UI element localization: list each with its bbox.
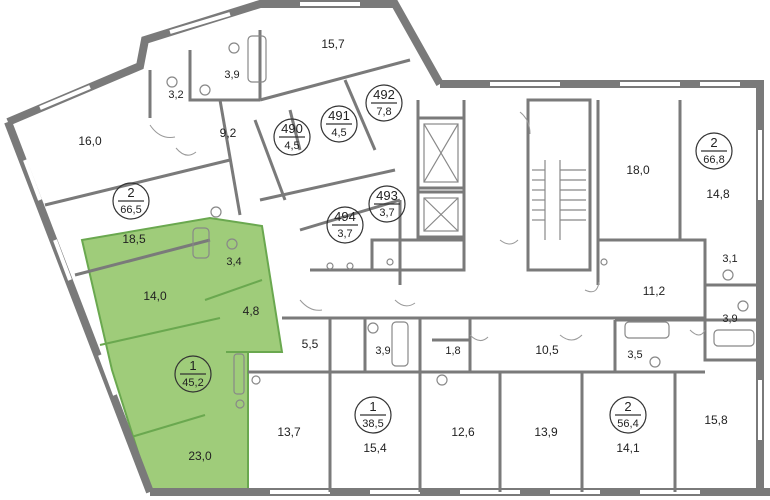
badge-number: 491: [328, 108, 350, 123]
room-area: 3,9: [224, 69, 239, 81]
room-area: 14,8: [706, 187, 730, 201]
apartment-badge: 2 66,8: [695, 132, 733, 170]
badge-area: 7,8: [376, 106, 391, 118]
room-area: 9,2: [220, 126, 237, 140]
badge-number: 490: [281, 121, 303, 136]
badge-number: 2: [710, 135, 717, 150]
badge-area: 3,7: [379, 207, 394, 219]
room-area: 18,5: [122, 232, 146, 246]
room-area: 13,9: [534, 425, 558, 439]
room-area: 14,1: [616, 441, 640, 455]
room-area: 3,1: [722, 253, 737, 265]
apartment-badge: 2 56,4: [609, 396, 647, 434]
room-area: 3,9: [375, 345, 390, 357]
room-area: 13,7: [277, 425, 301, 439]
fixtures: [166, 35, 755, 409]
apartment-badge: 2 66,5: [112, 182, 150, 220]
badge-area: 66,8: [703, 154, 724, 166]
room-labels: 15,7 3,2 3,9 16,0 9,2 18,5 3,4 14,0 4,8 …: [78, 37, 737, 463]
room-area: 3,4: [226, 256, 241, 268]
badge-area: 3,7: [337, 228, 352, 240]
badge-number: 2: [127, 185, 134, 200]
room-area: 12,6: [451, 425, 475, 439]
apartment-badges[interactable]: 490 4,5 491 4,5 492 7,8 493 3,7 494 3,7 …: [112, 84, 733, 434]
room-area: 4,8: [243, 304, 260, 318]
badge-area: 38,5: [362, 418, 383, 430]
apartment-badge: 493 3,7: [368, 185, 406, 223]
door-swings: [149, 111, 706, 341]
badge-number: 1: [369, 399, 376, 414]
room-area: 3,2: [168, 89, 183, 101]
room-area: 15,7: [321, 37, 345, 51]
badge-area: 66,5: [120, 204, 141, 216]
apartment-badge: 490 4,5: [273, 118, 311, 156]
room-area: 3,9: [722, 313, 737, 325]
room-area: 23,0: [188, 449, 212, 463]
staircase: [532, 160, 586, 240]
interior-walls: [44, 30, 760, 492]
room-area: 15,4: [363, 441, 387, 455]
badge-area: 4,5: [331, 127, 346, 139]
apartment-badge: 492 7,8: [365, 84, 403, 122]
room-area: 5,5: [302, 337, 319, 351]
window-marks: [23, 2, 762, 494]
room-area: 11,2: [643, 284, 666, 298]
room-area: 18,0: [626, 163, 650, 177]
room-area: 3,5: [627, 349, 642, 361]
highlighted-apartment[interactable]: [80, 216, 284, 491]
room-area: 14,0: [143, 289, 167, 303]
badge-number: 493: [376, 188, 398, 203]
apartment-badge: 491 4,5: [320, 105, 358, 143]
apartment-badge: 494 3,7: [326, 206, 364, 244]
apartment-badge: 1 38,5: [354, 396, 392, 434]
apartment-badge: 1 45,2: [174, 355, 212, 393]
badge-number: 1: [189, 358, 196, 373]
room-area: 16,0: [78, 134, 102, 148]
room-area: 1,8: [445, 345, 460, 357]
badge-number: 2: [624, 399, 631, 414]
badge-number: 494: [334, 209, 356, 224]
badge-area: 56,4: [617, 418, 638, 430]
badge-area: 45,2: [182, 377, 203, 389]
badge-area: 4,5: [284, 140, 299, 152]
room-area: 15,8: [704, 413, 728, 427]
badge-number: 492: [373, 87, 395, 102]
room-area: 10,5: [535, 343, 559, 357]
